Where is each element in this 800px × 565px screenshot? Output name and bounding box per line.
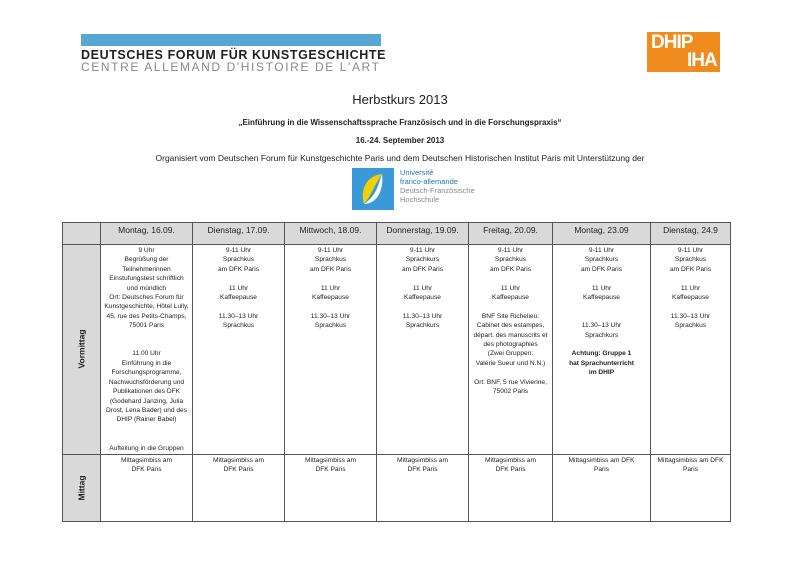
table-cell: 9-11 Uhr Sprachkurs am DFK Paris 11 Uhr … [552,244,651,455]
day-header: Montag, 23.09 [552,222,651,245]
table-cell: Mittagsimbiss am DFK Paris [192,453,285,522]
dfk-logo-line1: DEUTSCHES FORUM FÜR KUNSTGESCHICHTE [81,48,387,62]
corner-cell [62,222,101,245]
table-cell: 9 Uhr Begrüßung der Teilnehmerinnen Eins… [100,244,193,455]
ufa-text-2: franco-allemande [400,177,458,186]
dfk-logo-bar [81,34,381,46]
row-label: Mittag [62,453,101,522]
table-cell: 9-11 Uhr Sprachkurs am DFK Paris 11 Uhr … [376,244,469,455]
dfk-logo-line2: CENTRE ALLEMAND D'HISTOIRE DE L'ART [81,60,381,74]
cell-text: 9-11 Uhr Sprachkurs am DFK Paris 11 Uhr … [580,247,623,339]
ufa-text-3: Deutsch-Französische [400,186,475,195]
table-cell: Mittagsimbiss am DFK Paris [650,453,731,522]
table-cell: 9-11 Uhr Sprachkus am DFK Paris 11 Uhr K… [650,244,731,455]
table-row-mittag: Mittag Mittagsimbiss am DFK Paris Mittag… [62,453,731,522]
schedule-table: Montag, 16.09. Dienstag, 17.09. Mittwoch… [62,222,731,522]
ufa-text-1: Université [400,168,434,177]
table-cell: Mittagsimbiss am DFK Paris [100,453,193,522]
dhip-logo-text: DHIP [651,32,693,53]
day-header: Donnerstag, 19.09. [376,222,469,245]
day-header: Montag, 16.09. [100,222,193,245]
table-cell: 9-11 Uhr Sprachkus am DFK Paris 11 Uhr K… [284,244,377,455]
table-row-vormittag: Vormittag 9 Uhr Begrüßung der Teilnehmer… [62,244,731,455]
table-cell: 9-11 Uhr Sprachkus am DFK Paris 11 Uhr K… [468,244,553,455]
iha-logo-text: IHA [687,50,718,71]
day-header: Freitag, 20.09. [468,222,553,245]
day-header: Dienstag, 24.9 [650,222,731,245]
ufa-text-4: Hochschule [400,195,440,204]
organizer-text: Organisiert vom Deutschen Forum für Kuns… [155,153,645,163]
table-cell: Mittagsimbiss am DFK Paris [468,453,553,522]
table-cell: 9-11 Uhr Sprachkus am DFK Paris 11 Uhr K… [192,244,285,455]
table-cell: Mittagsimbiss am DFK Paris [552,453,651,522]
group-note: Achtung: Gruppe 1 hat Sprachunterricht i… [569,350,634,377]
ufa-logo-icon [352,168,394,210]
date-range: 16.-24. September 2013 [355,136,445,145]
day-header: Dienstag, 17.09. [192,222,285,245]
day-header: Mittwoch, 18.09. [284,222,377,245]
page-title: Herbstkurs 2013 [352,92,448,107]
table-cell: Mittagsimbiss am DFK Paris [376,453,469,522]
table-cell: Mittagsimbiss am DFK Paris [284,453,377,522]
row-label: Vormittag [62,244,101,455]
ufa-logo: Université franco-allemande Deutsch-Fran… [352,168,475,210]
header-row: Montag, 16.09. Dienstag, 17.09. Mittwoch… [62,222,731,245]
subtitle: „Einführung in die Wissenschaftssprache … [238,118,562,127]
